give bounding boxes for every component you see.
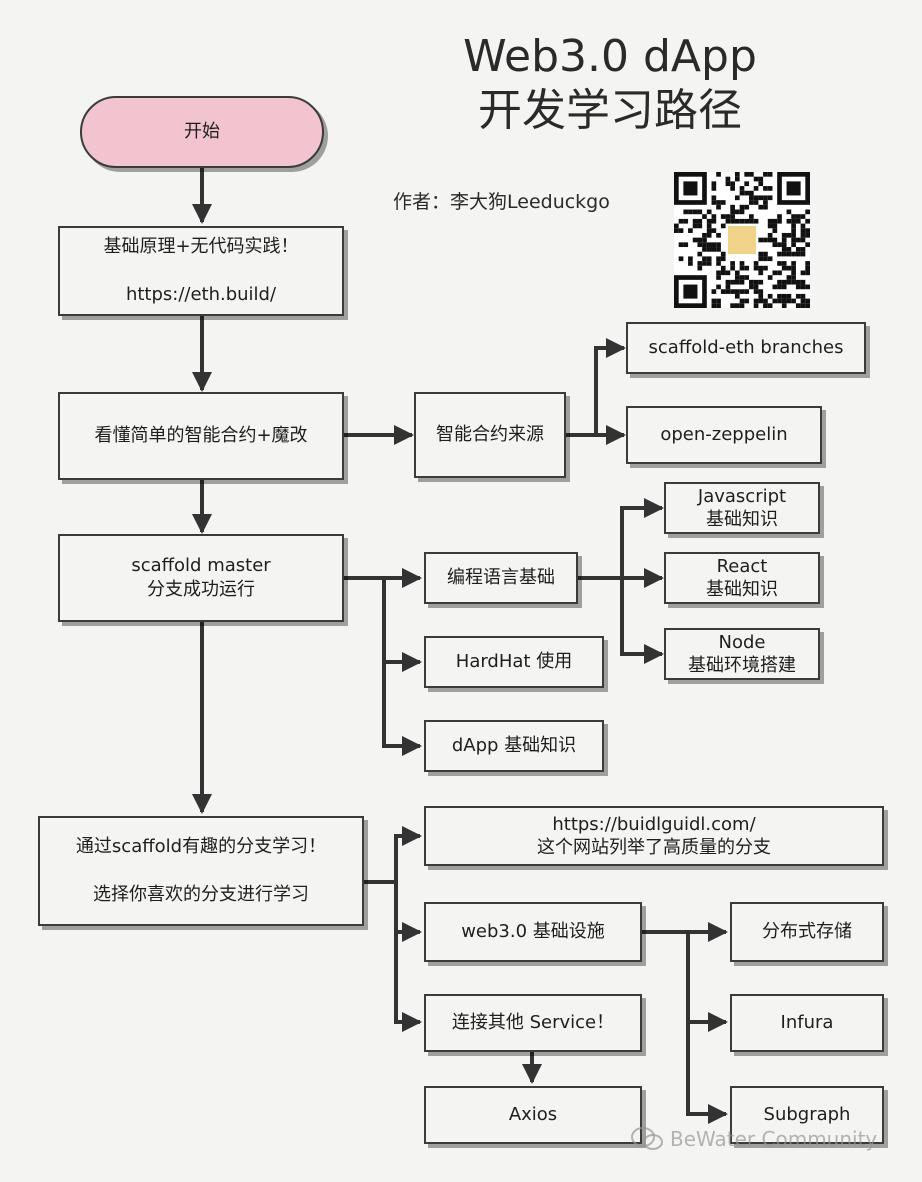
arrow-to-hardhat <box>382 578 422 672</box>
node-branch-learning: 通过scaffold有趣的分支学习！ 选择你喜欢的分支进行学习 <box>38 816 364 926</box>
node-hardhat: HardHat 使用 <box>424 636 604 688</box>
node-scaffold-branches: scaffold-eth branches <box>626 322 866 374</box>
node-infura: Infura <box>730 994 884 1052</box>
node-read-contracts: 看懂简单的智能合约+魔改 <box>58 392 344 480</box>
node-basics: 基础原理+无代码实践！ https://eth.build/ <box>58 226 344 316</box>
arrow-to-subgraph <box>686 1022 728 1124</box>
author-credit: 作者：李大狗Leeduckgo <box>393 191 610 213</box>
arrow-to-dapp-basics <box>382 662 422 756</box>
qr-code-icon <box>674 172 810 308</box>
arrow-to-other-service <box>394 932 422 1032</box>
wechat-icon <box>631 1127 663 1150</box>
diagram-title: Web3.0 dApp 开发学习路径 <box>463 31 757 136</box>
arrow-to-infra <box>394 882 422 942</box>
arrow-to-node <box>620 578 664 664</box>
watermark-text: BeWater Community <box>670 1127 878 1151</box>
node-storage: 分布式存储 <box>730 902 884 962</box>
node-scaffold-master: scaffold master 分支成功运行 <box>58 534 344 622</box>
arrow-to-infura <box>686 932 728 1032</box>
node-react: React 基础知识 <box>664 552 820 604</box>
node-open-zeppelin: open-zeppelin <box>626 406 822 464</box>
node-subgraph: Subgraph <box>730 1086 884 1144</box>
node-start: 开始 <box>80 96 324 168</box>
node-buidlguidl: https://buidlguidl.com/ 这个网站列举了高质量的分支 <box>424 806 884 866</box>
node-dapp-basics: dApp 基础知识 <box>424 720 604 772</box>
node-other-service: 连接其他 Service！ <box>424 994 642 1052</box>
node-node: Node 基础环境搭建 <box>664 628 820 680</box>
node-infra: web3.0 基础设施 <box>424 902 642 962</box>
node-javascript: Javascript 基础知识 <box>664 482 820 534</box>
arrow-to-scaffold-branches <box>594 338 626 435</box>
arrow-to-javascript <box>620 498 664 578</box>
arrow-to-buidlguidl <box>394 826 422 882</box>
node-lang-basics: 编程语言基础 <box>424 552 578 604</box>
node-contract-sources: 智能合约来源 <box>414 392 566 478</box>
node-axios: Axios <box>424 1086 642 1144</box>
watermark: BeWater Community <box>630 1126 877 1152</box>
